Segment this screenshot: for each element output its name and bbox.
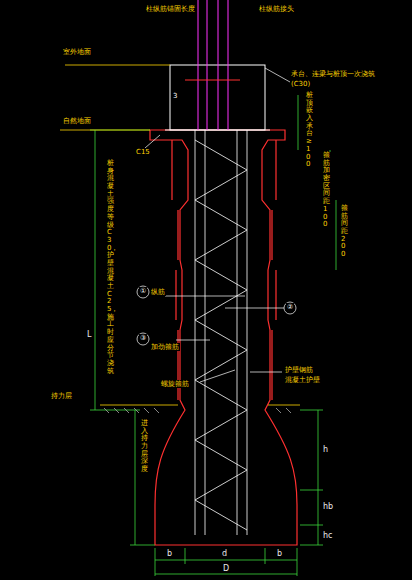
spiral-stirrup	[195, 470, 247, 500]
dimension: h	[322, 445, 329, 454]
dimension: L	[86, 330, 92, 339]
note: 柱纵筋接头	[258, 5, 295, 13]
dimension-lines	[90, 95, 336, 576]
level-label: 室外地面	[62, 48, 92, 56]
note: 承台、连梁与桩顶一次浇筑	[290, 70, 376, 78]
dimension: d	[221, 549, 228, 558]
spiral-stirrup	[195, 410, 247, 440]
column-bars	[185, 0, 240, 130]
dimension: hb	[322, 502, 334, 511]
part-label: 混凝土护壁	[284, 376, 321, 384]
spiral-stirrup	[195, 260, 247, 290]
vertical-note: 桩身混凝土强度等级C30，护壁混凝土C25，施工时应分节浇筑	[106, 160, 115, 375]
part-label: 加劲箍筋	[150, 343, 180, 351]
note: 柱纵筋锚固长度	[145, 5, 196, 13]
dimension: b	[276, 549, 283, 558]
spiral-stirrup	[195, 440, 247, 470]
dimension: D	[222, 564, 230, 573]
vertical-note: 箍筋间距200	[340, 205, 349, 259]
rebar-cage	[195, 130, 247, 535]
pile-outline	[150, 130, 297, 545]
spiral-stirrup	[195, 140, 247, 170]
vertical-note: 桩顶嵌入承台≥100	[305, 92, 314, 169]
level-label: 自然地面	[62, 117, 92, 125]
callout-number: ②	[286, 303, 294, 311]
dimension: b	[166, 549, 173, 558]
spiral-stirrup	[195, 500, 247, 530]
vertical-note: 进入持力层深度	[140, 420, 149, 474]
part-label: 螺旋箍筋	[160, 380, 190, 388]
spiral-stirrup	[195, 290, 247, 320]
spiral-stirrup	[195, 230, 247, 260]
spiral-stirrup	[195, 380, 247, 410]
part-label: 护壁钢筋	[284, 366, 314, 374]
dimension: hc	[322, 531, 333, 540]
vertical-note: 箍筋加密区间距100	[322, 152, 331, 229]
spiral-stirrup	[195, 200, 247, 230]
layer-label: 持力层	[50, 392, 73, 400]
callout-number: ③	[139, 334, 147, 342]
spiral-stirrup	[195, 320, 247, 350]
spiral-stirrup	[195, 350, 247, 380]
callout-number: 3	[172, 92, 178, 100]
callout-number: ①	[139, 287, 147, 295]
grade-label: C15	[135, 148, 151, 156]
spiral-stirrup	[195, 170, 247, 200]
note: (C30)	[290, 80, 311, 88]
leader-lines	[137, 68, 296, 382]
part-label: 纵筋	[150, 288, 166, 296]
ground-lines	[60, 65, 300, 413]
